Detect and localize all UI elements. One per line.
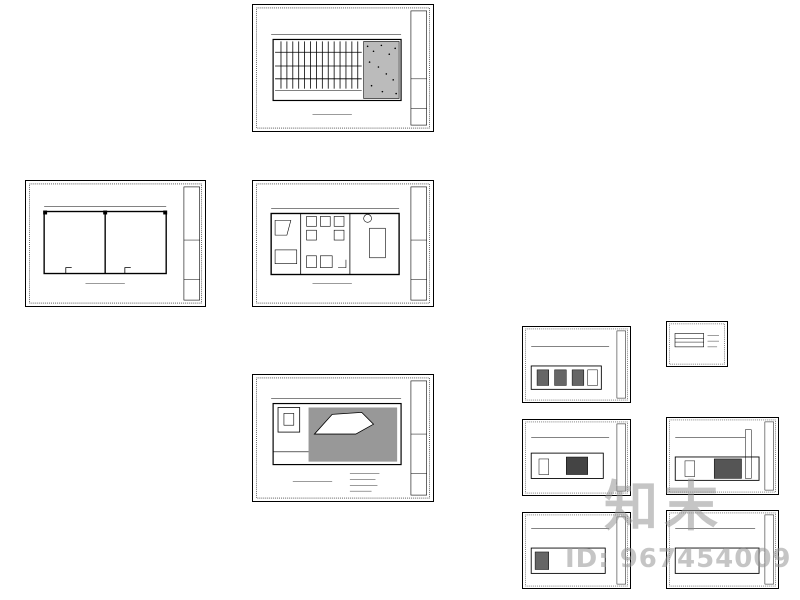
drawing-sheet-elevation-a bbox=[522, 326, 631, 403]
elevation-a-drawing bbox=[525, 328, 628, 401]
drawing-sheet-detail bbox=[666, 321, 728, 367]
hatched-area bbox=[363, 41, 400, 99]
elevation-d-drawing bbox=[525, 514, 628, 587]
elevation-b-drawing bbox=[525, 421, 628, 494]
drawing-sheet-original-plan bbox=[25, 180, 206, 307]
elevation-c-drawing bbox=[669, 419, 776, 493]
detail-drawing bbox=[669, 323, 725, 365]
drawing-sheet-elevation-c bbox=[666, 417, 779, 495]
original-plan-drawing bbox=[29, 183, 202, 304]
drawing-sheet-elevation-b bbox=[522, 419, 631, 496]
floor-tile-plan-drawing bbox=[256, 377, 430, 499]
drawing-sheet-elevation-d bbox=[522, 512, 631, 589]
furniture-plan-drawing bbox=[256, 183, 430, 304]
ceiling-grid bbox=[275, 41, 362, 89]
drawing-sheet-furniture-plan bbox=[252, 180, 434, 307]
watermark-logo: 知末 bbox=[604, 475, 724, 538]
drawing-sheet-ceiling-plan bbox=[252, 4, 434, 132]
drawing-sheet-floor-tile-plan bbox=[252, 374, 434, 502]
watermark-id: ID: 967454009 bbox=[565, 544, 792, 574]
elevation-e-drawing bbox=[669, 512, 776, 587]
ceiling-plan-drawing bbox=[256, 7, 430, 129]
drawing-sheet-elevation-e bbox=[666, 510, 779, 589]
